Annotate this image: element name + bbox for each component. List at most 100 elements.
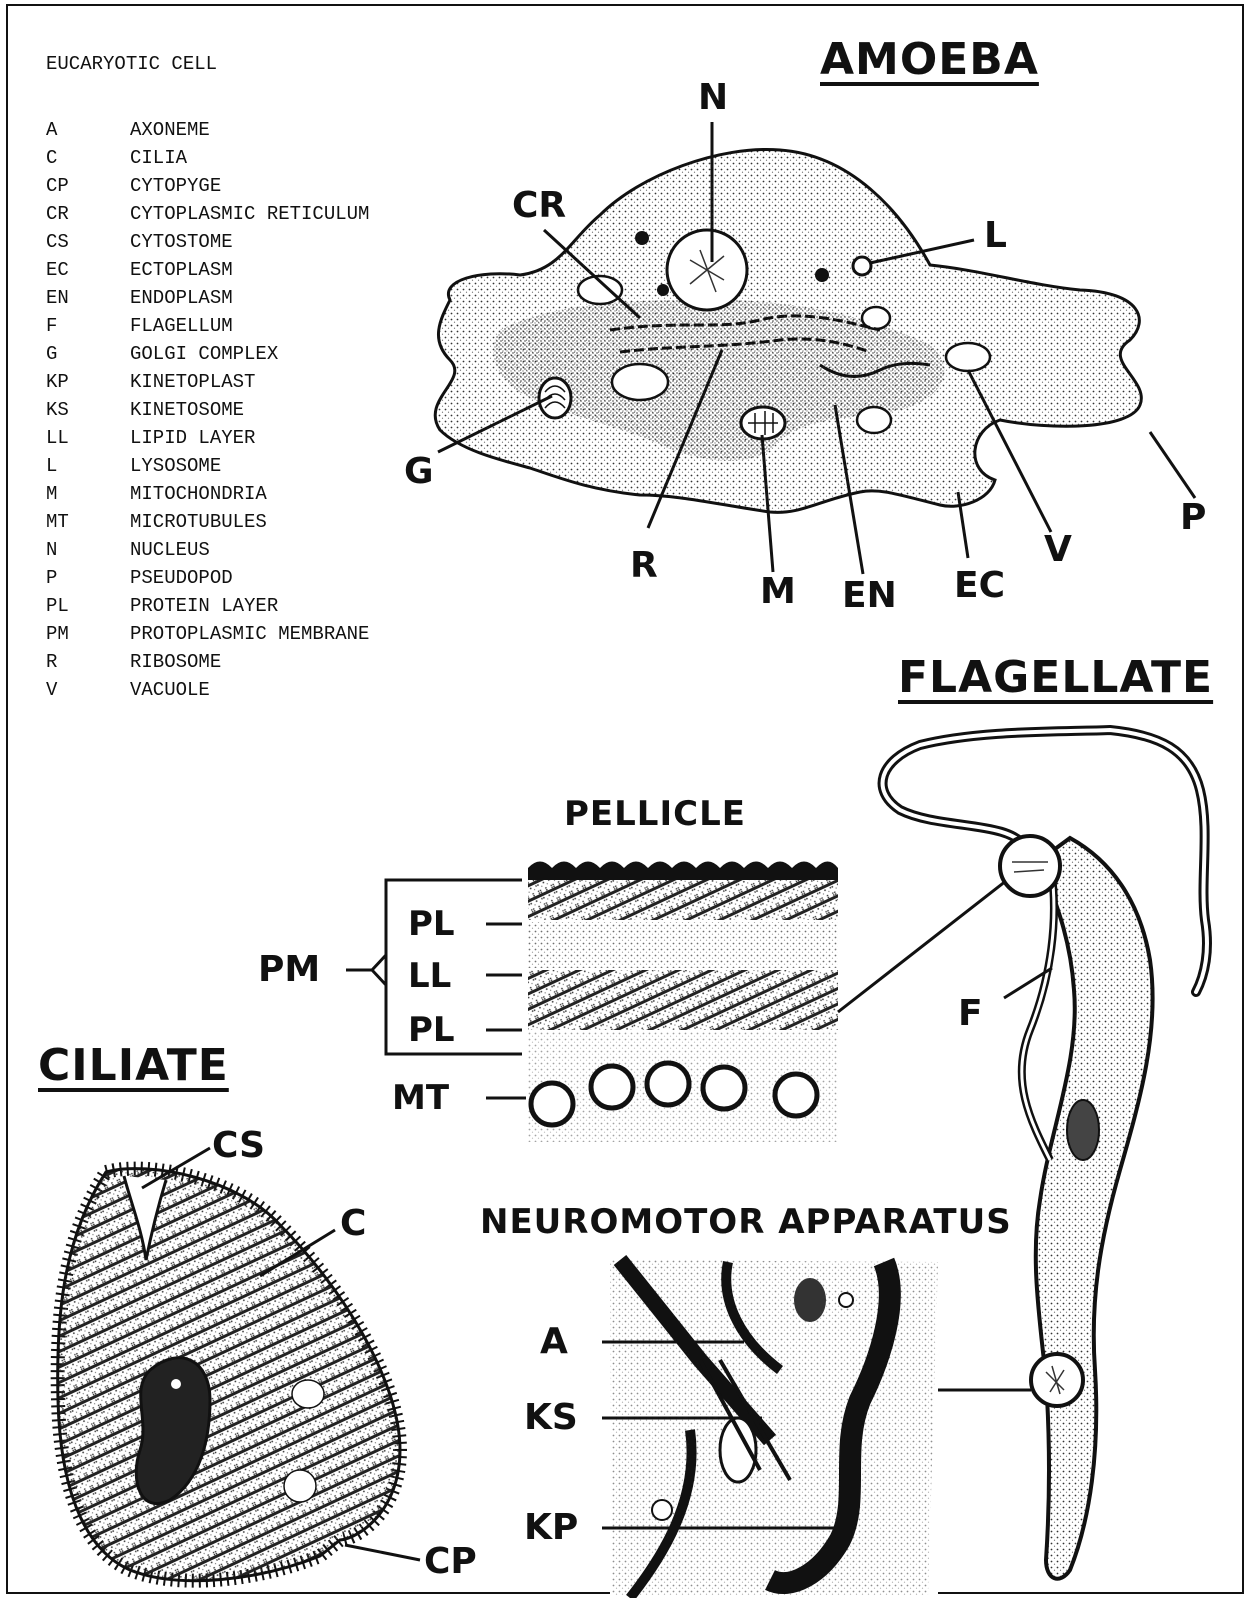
label-flagellum: F [958,996,983,1032]
legend-name: CYTOPYGE [130,172,221,200]
flagellate-nucleus [1067,1100,1099,1160]
legend-abbr: LL [46,424,130,452]
legend-abbr: R [46,648,130,676]
label-axoneme: A [540,1324,568,1360]
legend-abbr: CR [46,200,130,228]
legend-name: NUCLEUS [130,536,210,564]
legend-name: FLAGELLUM [130,312,233,340]
label-protein-layer-outer: PL [408,906,455,942]
label-protoplasmic-membrane: PM [258,952,320,988]
label-mitochondria: M [760,574,796,610]
legend-name: CILIA [130,144,187,172]
legend-title: EUCARYOTIC CELL [46,50,369,78]
legend-name: LYSOSOME [130,452,221,480]
amoeba-golgi [539,378,571,418]
label-golgi-complex: G [404,454,434,490]
amoeba-lysosome [853,257,871,275]
microtubule-3 [647,1063,689,1105]
label-protein-layer-inner: PL [408,1012,455,1048]
pellicle-title: PELLICLE [564,794,746,834]
legend-abbr: KS [46,396,130,424]
legend-abbr: V [46,676,130,704]
label-cilia: C [340,1206,366,1242]
legend-name: MICROTUBULES [130,508,267,536]
legend-abbr: P [46,564,130,592]
label-kinetosome: KS [524,1400,578,1436]
label-nucleus: N [698,80,728,116]
label-lysosome: L [984,218,1007,254]
label-cytoplasmic-reticulum: CR [512,188,566,224]
legend-abbr: F [46,312,130,340]
microtubule-4 [703,1067,745,1109]
legend-abbr: CP [46,172,130,200]
legend-abbr: PL [46,592,130,620]
microtubule-2 [591,1066,633,1108]
legend-name: RIBOSOME [130,648,221,676]
legend-name: ENDOPLASM [130,284,233,312]
label-endoplasm: EN [842,578,897,614]
legend-abbr: MT [46,508,130,536]
legend-abbr: C [46,144,130,172]
legend-abbr: CS [46,228,130,256]
legend-name: AXONEME [130,116,210,144]
legend-name: PROTEIN LAYER [130,592,278,620]
label-ribosome: R [630,548,658,584]
legend-name: ECTOPLASM [130,256,233,284]
legend-name: KINETOPLAST [130,368,255,396]
flagellate-title: FLAGELLATE [898,652,1213,703]
label-ectoplasm: EC [954,568,1005,604]
legend-abbr: KP [46,368,130,396]
label-lipid-layer: LL [408,958,451,994]
legend-abbr: PM [46,620,130,648]
neuromotor-drawing [602,1260,1031,1598]
legend-abbr: N [46,536,130,564]
label-cytostome: CS [212,1128,265,1164]
legend-name: PROTOPLASMIC MEMBRANE [130,620,369,648]
legend-name: LIPID LAYER [130,424,255,452]
amoeba-title: AMOEBA [820,34,1039,85]
pellicle-lipid [528,922,838,968]
label-kinetoplast: KP [524,1510,578,1546]
legend-name: CYTOPLASMIC RETICULUM [130,200,369,228]
label-vacuole: V [1044,532,1072,568]
legend-name: GOLGI COMPLEX [130,340,278,368]
legend-abbr: EC [46,256,130,284]
flagellate-zoom-pellicle [1000,836,1060,896]
label-cytopyge: CP [424,1544,477,1580]
legend-name: MITOCHONDRIA [130,480,267,508]
microtubule-1 [531,1083,573,1125]
microtubule-5 [775,1074,817,1116]
legend-abbr: A [46,116,130,144]
legend-abbr: G [46,340,130,368]
amoeba-vacuole [612,364,668,400]
legend-name: KINETOSOME [130,396,244,424]
legend-row: CRCYTOPLASMIC RETICULUM [46,200,369,228]
neuromotor-title: NEUROMOTOR APPARATUS [480,1202,1012,1242]
label-microtubules: MT [392,1080,449,1116]
ciliate-title: CILIATE [38,1040,229,1091]
legend-abbr: L [46,452,130,480]
legend-abbr: M [46,480,130,508]
label-pseudopod: P [1180,500,1206,536]
legend-list: AAXONEMECCILIACPCYTOPYGECRCYTOPLASMIC RE… [46,116,369,704]
